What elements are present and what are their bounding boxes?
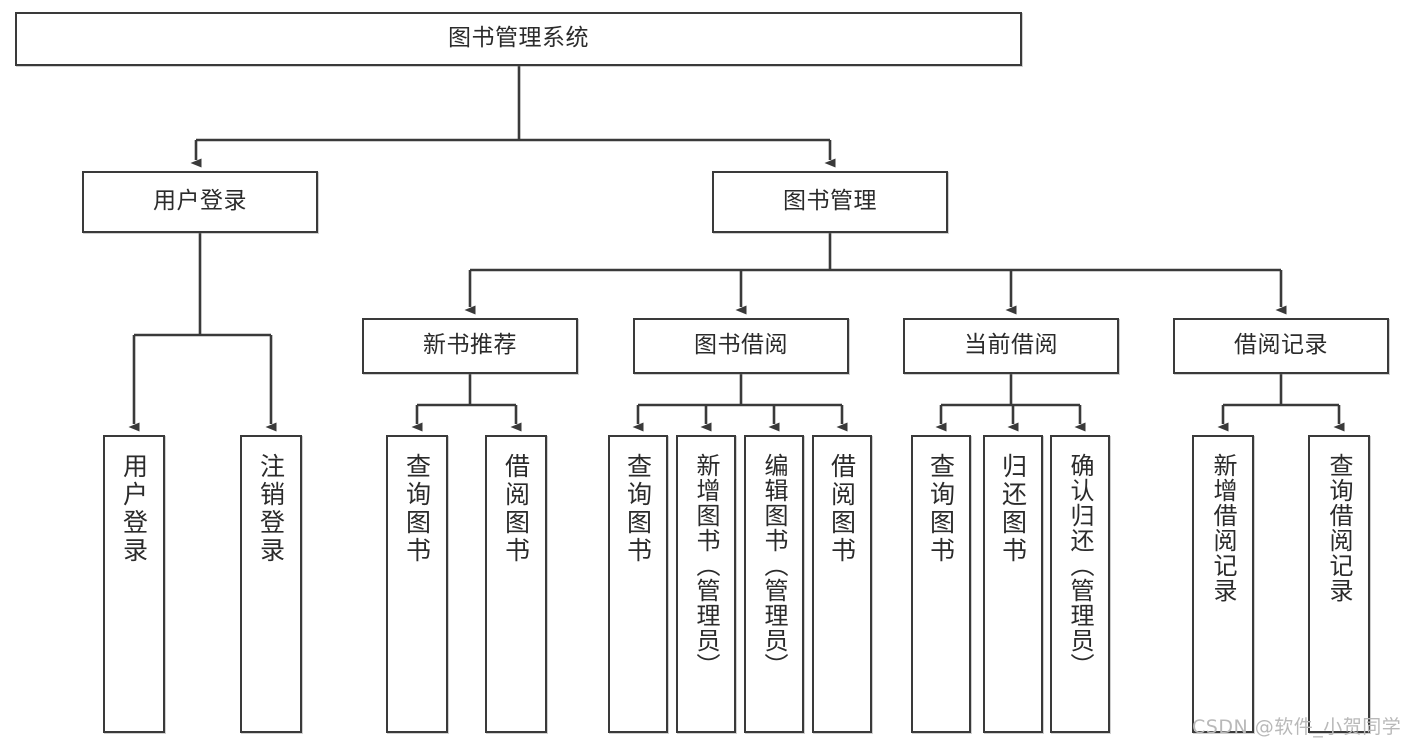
node-leaf-borrow-book-2[interactable]: 借阅图书 <box>812 435 872 733</box>
node-leaf-query-record[interactable]: 查询借阅记录 <box>1308 435 1370 733</box>
node-leaf-user-login[interactable]: 用户登录 <box>103 435 165 733</box>
node-leaf-query-book-1[interactable]: 查询图书 <box>386 435 448 733</box>
node-leaf-return-book-label: 归还图书 <box>998 453 1028 565</box>
node-leaf-borrow-book-2-label: 借阅图书 <box>827 453 857 565</box>
csdn-watermark: CSDN @软件_小贺同学 <box>1192 716 1402 738</box>
node-leaf-confirm-return[interactable]: 确认归还（管理员） <box>1050 435 1110 733</box>
node-current-borrow[interactable]: 当前借阅 <box>903 318 1119 374</box>
node-leaf-add-record-label: 新增借阅记录 <box>1209 453 1237 603</box>
node-root-label: 图书管理系统 <box>448 25 589 52</box>
node-leaf-return-book[interactable]: 归还图书 <box>983 435 1043 733</box>
node-user-login-label: 用户登录 <box>153 188 247 215</box>
node-book-borrow[interactable]: 图书借阅 <box>633 318 849 374</box>
node-leaf-user-login-label: 用户登录 <box>119 453 149 565</box>
node-leaf-borrow-book-1[interactable]: 借阅图书 <box>485 435 547 733</box>
node-leaf-query-book-2[interactable]: 查询图书 <box>608 435 668 733</box>
node-book-manage-label: 图书管理 <box>783 188 877 215</box>
node-leaf-confirm-return-label: 确认归还（管理员） <box>1066 453 1094 678</box>
node-current-borrow-label: 当前借阅 <box>964 332 1058 359</box>
node-leaf-query-book-3-label: 查询图书 <box>926 453 956 565</box>
node-leaf-logout-login-label: 注销登录 <box>256 453 286 565</box>
node-book-borrow-label: 图书借阅 <box>694 332 788 359</box>
node-leaf-query-record-label: 查询借阅记录 <box>1325 453 1353 603</box>
node-new-book-recommend-label: 新书推荐 <box>423 332 517 359</box>
node-leaf-edit-book-admin-label: 编辑图书（管理员） <box>760 453 788 678</box>
node-borrow-record[interactable]: 借阅记录 <box>1173 318 1389 374</box>
node-borrow-record-label: 借阅记录 <box>1234 332 1328 359</box>
node-book-manage[interactable]: 图书管理 <box>712 171 948 233</box>
node-root[interactable]: 图书管理系统 <box>15 12 1022 66</box>
node-leaf-add-book-admin-label: 新增图书（管理员） <box>692 453 720 678</box>
node-leaf-query-book-3[interactable]: 查询图书 <box>911 435 971 733</box>
node-leaf-edit-book-admin[interactable]: 编辑图书（管理员） <box>744 435 804 733</box>
node-leaf-query-book-2-label: 查询图书 <box>623 453 653 565</box>
node-leaf-logout-login[interactable]: 注销登录 <box>240 435 302 733</box>
node-new-book-recommend[interactable]: 新书推荐 <box>362 318 578 374</box>
node-leaf-query-book-1-label: 查询图书 <box>402 453 432 565</box>
node-leaf-add-record[interactable]: 新增借阅记录 <box>1192 435 1254 733</box>
node-user-login[interactable]: 用户登录 <box>82 171 318 233</box>
node-leaf-add-book-admin[interactable]: 新增图书（管理员） <box>676 435 736 733</box>
node-leaf-borrow-book-1-label: 借阅图书 <box>501 453 531 565</box>
